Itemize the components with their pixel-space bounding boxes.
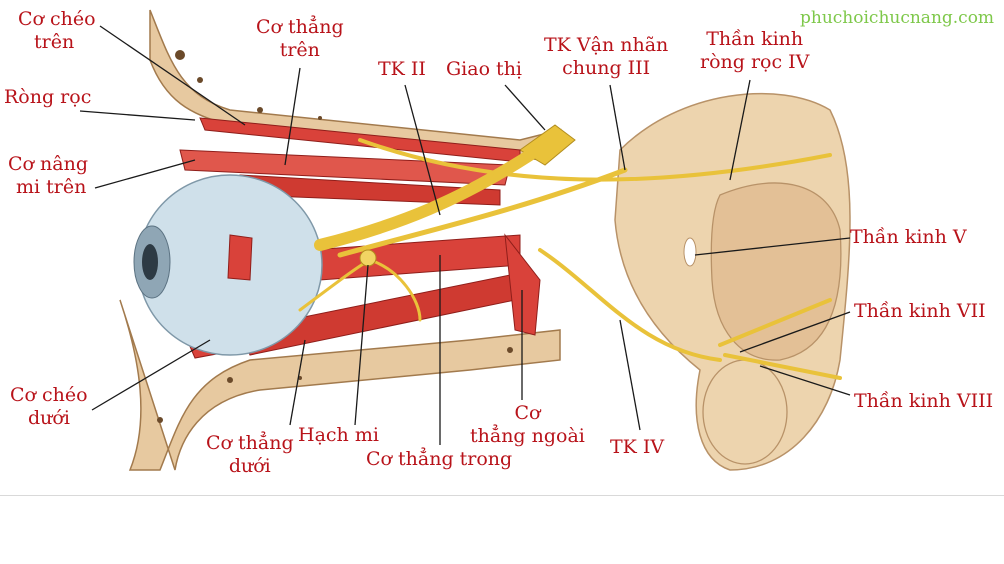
label-line: chung III (562, 57, 651, 79)
label-line: dưới (28, 407, 70, 429)
label-line: Cơ nâng (8, 153, 88, 175)
label-giao-thi: Giao thị (446, 58, 523, 80)
anatomy-figure: Cơ chéo trên Ròng rọc Cơ nâng mi trên Cơ… (4, 8, 995, 478)
watermark: phuchoichucnang.com (800, 8, 995, 28)
label-tk-ii: TK II (378, 58, 426, 80)
label-line: Cơ (514, 402, 541, 424)
label-line: dưới (228, 455, 271, 477)
label-line: trên (279, 39, 320, 61)
label-tk-van-nhan-chung: TK Vận nhãn chung III (544, 34, 668, 80)
label-co-thang-duoi: Cơ thẳng dưới (206, 432, 294, 478)
label-hach-mi: Hạch mi (298, 424, 379, 446)
abducens-nerve (538, 248, 722, 362)
label-than-kinh-v: Thần kinh V (850, 226, 967, 248)
label-line: Thần kinh (706, 28, 804, 50)
label-co-thang-tren: Cơ thẳng trên (256, 16, 344, 62)
label-line: Cơ chéo (10, 384, 88, 406)
figure-divider (0, 495, 1004, 496)
nerves (298, 138, 842, 380)
label-line: Cơ thẳng (256, 16, 344, 38)
label-line: thẳng ngoài (470, 425, 585, 447)
pons (710, 182, 842, 361)
label-line: Cơ thẳng (206, 432, 294, 454)
label-co-cheo-duoi: Cơ chéo dưới (10, 384, 88, 430)
label-than-kinh-rong-roc: Thần kinh ròng rọc IV (700, 28, 809, 74)
optic-nerve (314, 149, 536, 251)
label-than-kinh-vii: Thần kinh VII (854, 300, 986, 322)
extraocular-muscles (179, 117, 541, 359)
pupil (142, 244, 158, 280)
muscle-insertion (227, 234, 253, 281)
eye-muscles-diagram (79, 9, 851, 471)
bone-texture (157, 50, 513, 423)
label-co-cheo-tren: Cơ chéo trên (18, 8, 96, 54)
label-co-thang-trong: Cơ thẳng trong (366, 448, 513, 470)
label-tk-iv: TK IV (610, 436, 665, 458)
nerve-v-root (683, 237, 697, 267)
label-line: Cơ chéo (18, 8, 96, 30)
label-line: TK Vận nhãn (544, 34, 669, 56)
orbit-floor-bone (119, 299, 561, 471)
label-line: trên (34, 31, 75, 53)
nerve-vii-viii (718, 298, 842, 380)
cerebellum-lobe (702, 359, 788, 465)
lateral-rectus (504, 233, 541, 336)
ciliary-ganglion (359, 249, 377, 267)
label-line: ròng rọc IV (700, 51, 810, 73)
leader-lines (79, 25, 851, 445)
label-line: mi trên (16, 176, 87, 198)
oculomotor-nerve (337, 167, 628, 258)
label-rong-roc: Ròng rọc (4, 86, 92, 108)
trochlear-nerve (358, 138, 832, 182)
label-co-nang-mi-tren: Cơ nâng mi trên (8, 153, 88, 199)
label-co-thang-ngoai: Cơ thẳng ngoài (470, 402, 585, 448)
label-than-kinh-viii: Thần kinh VIII (854, 390, 994, 412)
